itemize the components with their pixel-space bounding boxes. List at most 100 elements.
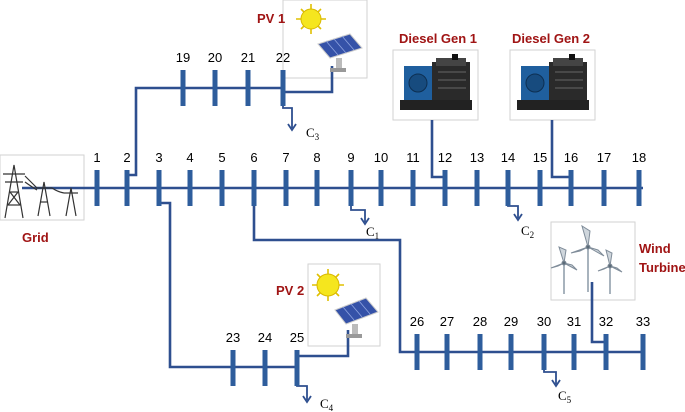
bus-label-25: 25 [290,330,304,345]
bus-label-31: 31 [567,314,581,329]
bus-label-23: 23 [226,330,240,345]
load-arrowhead-c1 [360,217,370,226]
bus-label-29: 29 [504,314,518,329]
bus-bar-23 [230,350,236,386]
generator-icon [400,54,472,110]
bus-label-9: 9 [347,150,354,165]
bus-label-21: 21 [241,50,255,65]
bus-label-18: 18 [632,150,646,165]
branch-line-19-22 [125,86,283,188]
bus-bar-16 [568,170,574,206]
bus-label-26: 26 [410,314,424,329]
bus-bar-29 [508,334,514,370]
bus-bar-24 [262,350,268,386]
bus-label-22: 22 [276,50,290,65]
bus-label-32: 32 [599,314,613,329]
load-label-c5: C5 [558,388,572,405]
bus-label-20: 20 [208,50,222,65]
bus-bar-26 [414,334,420,370]
bus-label-33: 33 [636,314,650,329]
bus-label-2: 2 [123,150,130,165]
wind-connection [590,282,606,344]
bus-bar-8 [314,170,320,206]
grid-label: Grid [22,230,49,245]
bus-bars [94,70,646,386]
bus-bar-18 [636,170,642,206]
bus-bar-31 [571,334,577,370]
bus-bar-13 [474,170,480,206]
bus-bar-21 [245,70,251,106]
sun-icon [312,269,344,301]
bus-bar-3 [156,170,162,206]
bus-bar-1 [94,170,100,206]
bus-bar-9 [348,170,354,206]
bus-bar-14 [505,170,511,206]
wind-label-line2: Turbine [639,260,685,275]
bus-label-7: 7 [282,150,289,165]
bus-label-17: 17 [597,150,611,165]
bus-bar-10 [378,170,384,206]
solar-panel-icon [317,33,363,72]
tower-icon [3,164,78,219]
bus-label-4: 4 [186,150,193,165]
bus-label-5: 5 [218,150,225,165]
diesel1-label: Diesel Gen 1 [399,31,477,46]
bus-bar-7 [283,170,289,206]
pv1-label: PV 1 [257,11,285,26]
bus-label-6: 6 [250,150,257,165]
bus-bar-27 [444,334,450,370]
bus-bar-15 [537,170,543,206]
bus-bar-6 [251,170,257,206]
bus-label-8: 8 [313,150,320,165]
bus-bar-2 [124,170,130,206]
diesel1-connection [430,120,445,179]
bus-bar-22 [280,70,286,106]
bus-label-11: 11 [406,150,420,165]
load-label-c1: C1 [366,224,379,241]
load-arrowhead-c2 [513,213,523,222]
bus-label-28: 28 [473,314,487,329]
load-arrowhead-c3 [287,123,297,132]
generator-icon [517,54,589,110]
wind-turbine-icon [550,224,623,294]
bus-label-16: 16 [564,150,578,165]
bus-label-15: 15 [533,150,547,165]
pv1-connection [283,66,334,94]
load-arrowhead-c4 [302,395,312,404]
bus-bar-12 [442,170,448,206]
sun-icon [296,4,326,34]
bus-bar-19 [180,70,186,106]
bus-bar-25 [294,350,300,386]
diesel2-connection [550,120,571,179]
bus-label-19: 19 [176,50,190,65]
bus-label-3: 3 [155,150,162,165]
load-label-c2: C2 [521,223,534,240]
bus-bar-33 [640,334,646,370]
bus-label-12: 12 [438,150,452,165]
bus-label-1: 1 [93,150,100,165]
wind-label-line1: Wind [639,241,671,256]
bus-bar-28 [477,334,483,370]
bus-bar-20 [212,70,218,106]
bus-bar-4 [187,170,193,206]
load-label-c4: C4 [320,396,334,412]
diesel2-label: Diesel Gen 2 [512,31,590,46]
bus-bar-5 [219,170,225,206]
bus-label-30: 30 [537,314,551,329]
bus-label-13: 13 [470,150,484,165]
bus-label-27: 27 [440,314,454,329]
bus-bar-32 [603,334,609,370]
pv2-connection [297,330,350,358]
bus-label-24: 24 [258,330,272,345]
bus-bar-30 [541,334,547,370]
load-label-c3: C3 [306,125,320,142]
load-arrowhead-c5 [551,379,561,388]
pv2-label: PV 2 [276,283,304,298]
bus-label-10: 10 [374,150,388,165]
bus-label-14: 14 [501,150,515,165]
bus-bar-11 [410,170,416,206]
